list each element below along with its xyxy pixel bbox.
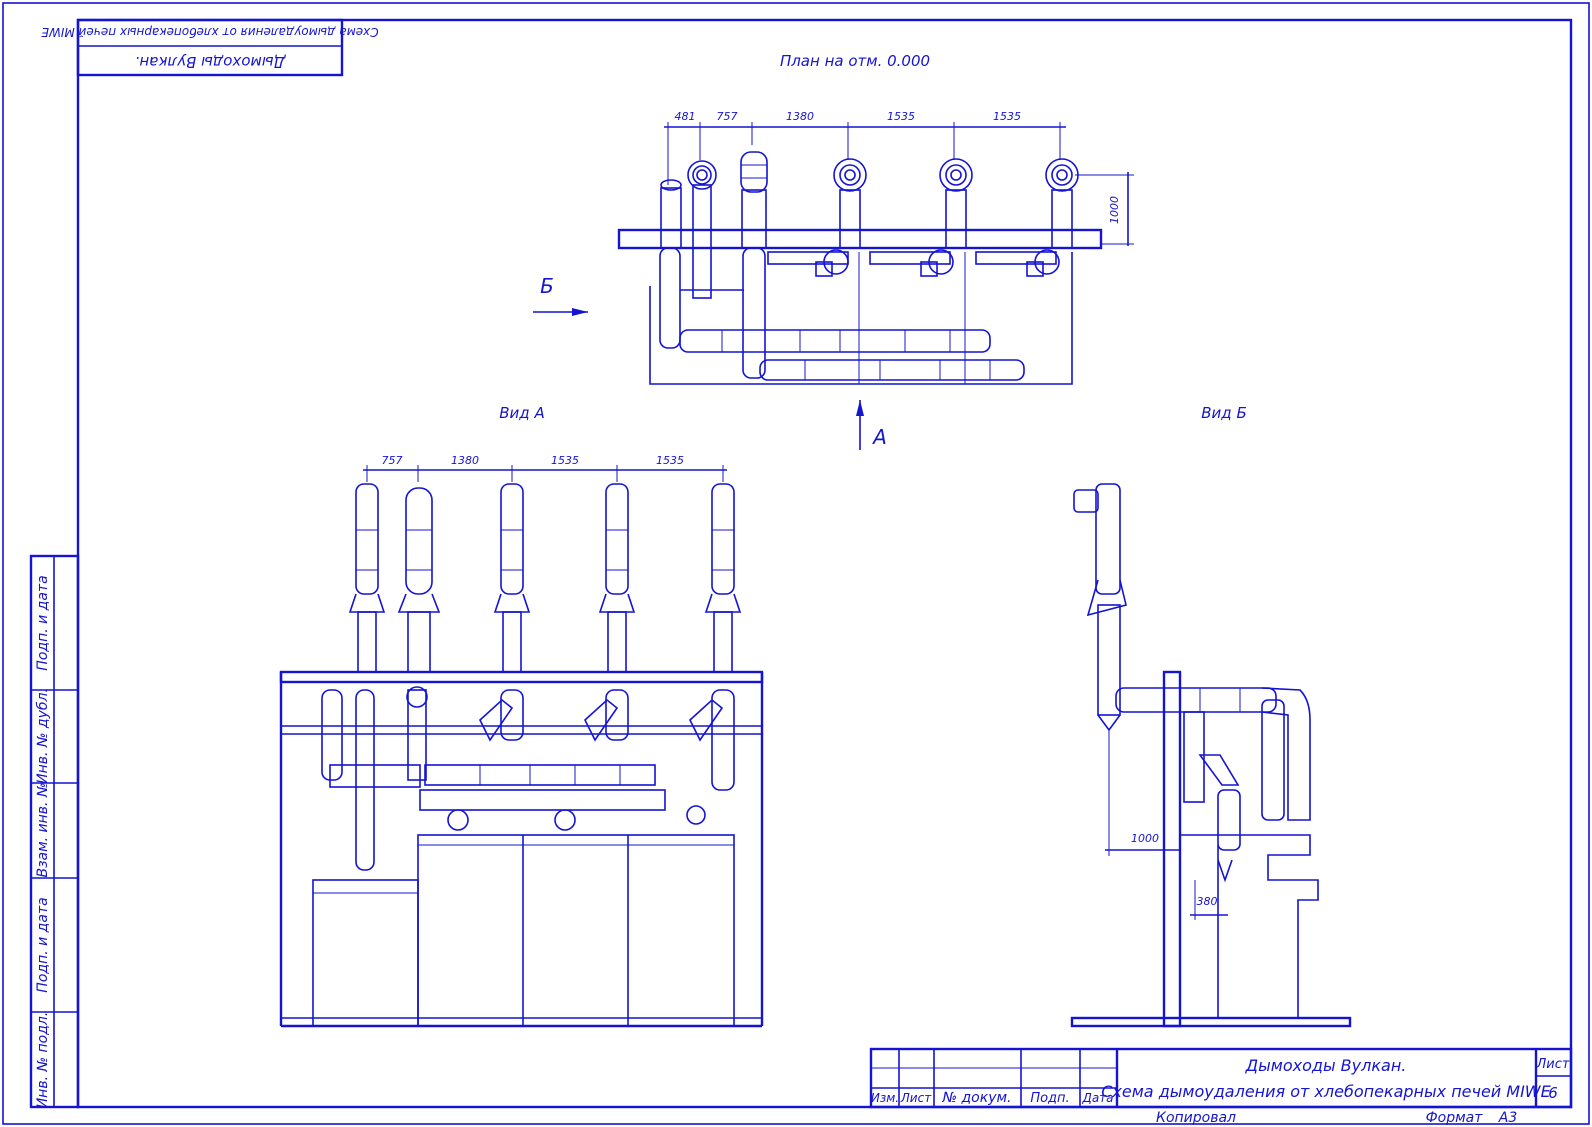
top-stamp-subtitle: Схема дымоудаления от хлебопекарных пече… [41,25,379,39]
side-stamp: Подп. и дата Инв. № дубл. Взам. инв. № П… [29,554,80,1109]
plan-dim-481: 481 [675,110,696,123]
drawing-subtitle: Схема дымоудаления от хлебопекарных пече… [1101,1082,1551,1101]
view-a-roof-slab [279,670,764,684]
format-value: А3 [1498,1110,1517,1126]
plan-dim-1380: 1380 [786,110,814,123]
view-b-floor [1070,1016,1352,1028]
plan-collector-1 [679,329,991,353]
view-b-chimney [1095,483,1121,595]
view-a-ovens [281,834,762,1028]
drawing-frame [76,18,1573,1109]
mirrored-top-stamp: Дымоходы Вулкан. Схема дымоудаления от х… [41,18,379,77]
view-a-arrow: А [856,400,887,450]
view-a-dim-757: 757 [382,454,403,467]
view-b: Вид Б 1000 380 [1070,404,1352,1028]
view-a-title: Вид А [499,404,544,422]
plan-dim-757: 757 [717,110,738,123]
side-stamp-sign-date-2: Подп. и дата [35,897,51,992]
plan-riser-2 [692,184,712,249]
col-list: Лист [900,1091,932,1105]
view-a-dim-1535-a: 1535 [551,454,579,467]
col-signature: Подп. [1030,1091,1069,1106]
view-a-chimney-3 [493,483,531,673]
top-stamp-title: Дымоходы Вулкан. [135,53,287,71]
plan-riser-4 [839,189,861,249]
view-b-arrow: Б [533,274,588,316]
view-a-dimension-chain: 757 1380 1535 1535 [363,454,727,482]
view-a: Вид А 757 1380 1535 1535 [279,404,764,1028]
view-a-chimney-5 [704,483,742,673]
plan-collector-2 [759,359,1025,381]
view-b-title: Вид Б [1201,404,1246,422]
view-a-dim-1535-b: 1535 [656,454,684,467]
plan-base-outline [649,252,1073,385]
view-b-wall [1162,670,1182,1028]
plan-dim-1535-a: 1535 [887,110,915,123]
side-stamp-orig-inv: Инв. № подл. [35,1012,51,1109]
view-a-chimney-2 [397,487,441,673]
view-b-dimensions: 1000 380 [1105,730,1228,920]
plan-height-dimension: 1000 [1075,172,1134,246]
view-a-chimney-4 [598,483,636,673]
col-doc-number: № докум. [941,1090,1011,1106]
arrow-b-label: Б [540,274,554,298]
plan-roof-plate [617,228,1103,250]
copied-label: Копировал [1156,1110,1236,1126]
sheet-number: 6 [1548,1084,1558,1102]
plan-dim-1000: 1000 [1108,196,1121,224]
title-block: Изм. Лист № докум. Подп. Дата Дымоходы В… [869,1047,1573,1126]
view-a-dim-1380: 1380 [451,454,479,467]
plan-title: План на отм. 0.000 [780,52,930,70]
plan-dim-1535-b: 1535 [993,110,1021,123]
side-stamp-replace-inv: Взам. инв. № [35,782,51,877]
side-stamp-sign-date-1: Подп. и дата [35,575,51,670]
view-b-dim-1000: 1000 [1131,832,1159,845]
col-date: Дата [1081,1091,1113,1105]
arrow-a-label: А [871,425,887,449]
plan-dimension-chain: 481 757 1380 1535 1535 [664,110,1066,185]
view-b-dim-380: 380 [1197,895,1218,908]
drawing-title: Дымоходы Вулкан. [1245,1056,1407,1075]
col-izm: Изм. [871,1091,899,1105]
side-stamp-dup-inv: Инв. № дубл. [35,688,51,784]
format-label: Формат [1426,1110,1484,1126]
plan-riser-1 [660,187,682,249]
view-a-chimney-1 [348,483,386,673]
plan-riser-6 [1051,189,1073,249]
plan-riser-5 [945,189,967,249]
plan-view: План на отм. 0.000 481 757 1380 1535 153… [533,52,1134,450]
plan-riser-3 [741,189,767,249]
view-b-oven-outline [1180,834,1319,1018]
sheet-label: Лист [1536,1057,1570,1072]
